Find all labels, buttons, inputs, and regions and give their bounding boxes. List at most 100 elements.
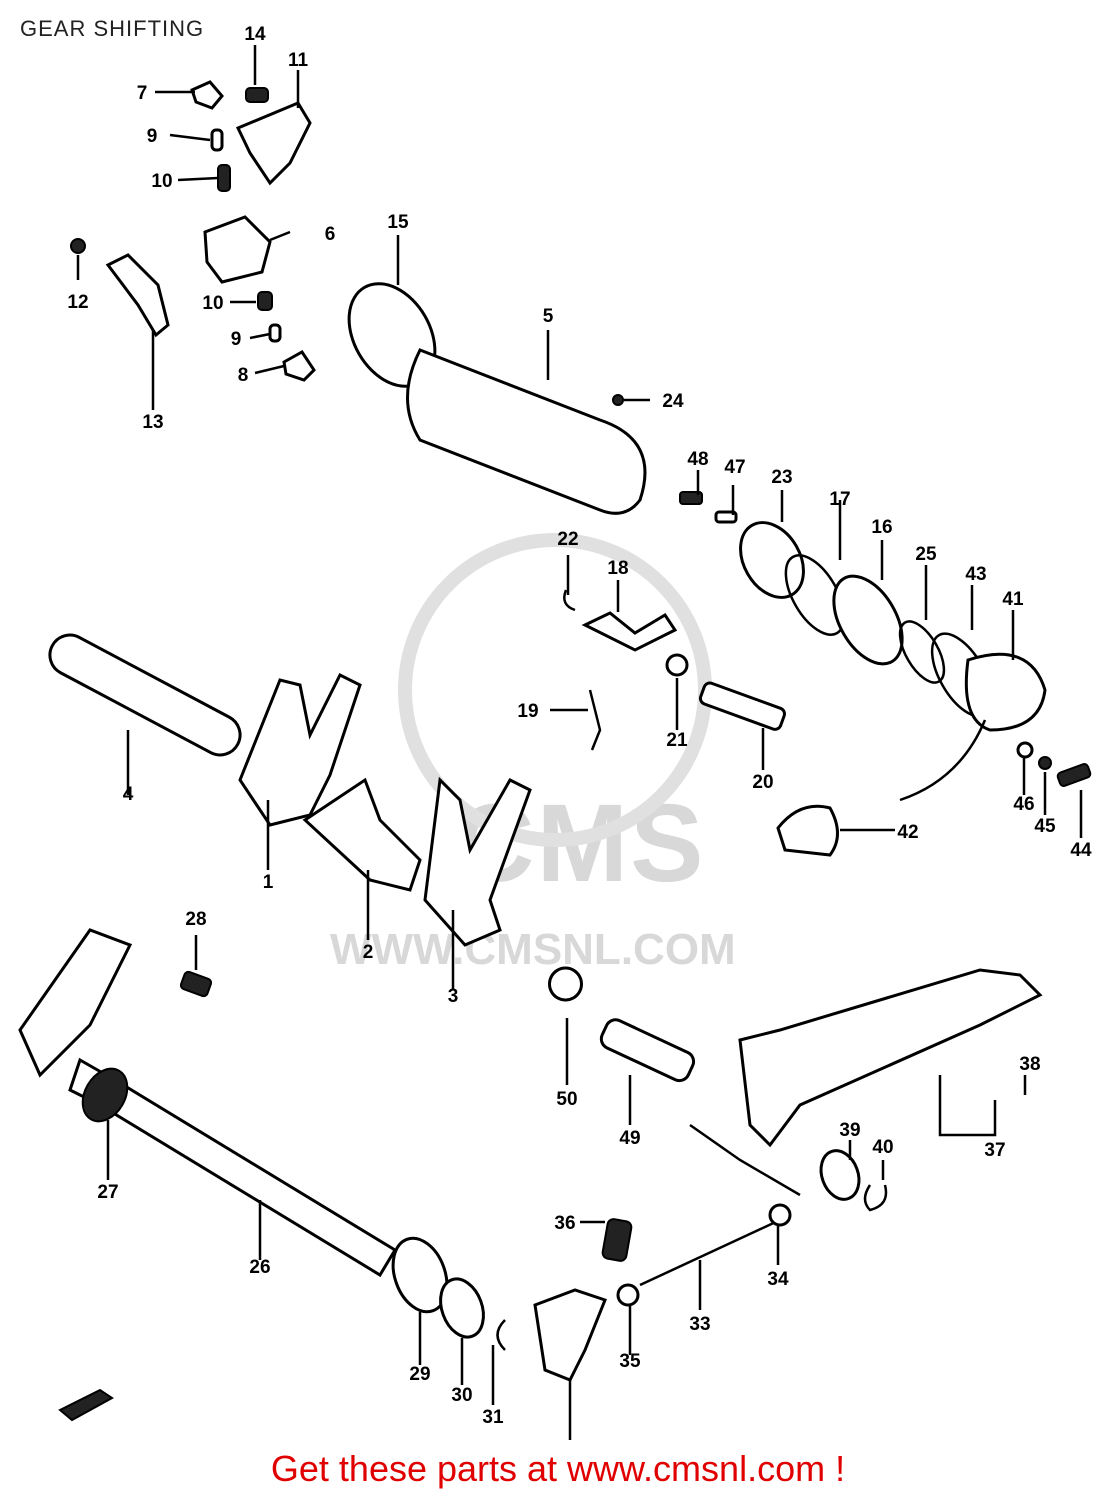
callout-15: 15 (387, 212, 409, 233)
part-17-circlip (784, 554, 846, 636)
part-6-cam (203, 215, 272, 284)
front-arrow-icon (58, 1388, 114, 1422)
callout-43: 43 (965, 564, 986, 585)
callout-42: 42 (897, 822, 918, 843)
part-41-cover (964, 652, 1047, 732)
callout-38: 38 (1019, 1054, 1040, 1075)
callout-8: 8 (238, 365, 249, 386)
part-50-nut (548, 966, 583, 1002)
part-3-shift-fork (423, 776, 532, 947)
part-19-spring (588, 689, 602, 751)
part-39-washer (819, 1149, 861, 1201)
part-2-shift-fork (302, 777, 422, 892)
callout-31: 31 (482, 1407, 504, 1428)
part-22-clip (563, 589, 576, 612)
callout-30: 30 (451, 1385, 472, 1406)
callout-33: 33 (689, 1314, 710, 1335)
callout-10a: 10 (151, 171, 172, 192)
part-1-shift-fork (238, 672, 362, 827)
part-5-shift-drum (406, 348, 647, 515)
callout-28: 28 (185, 909, 206, 930)
callout-47: 47 (724, 457, 745, 478)
part-34-nut (768, 1203, 792, 1227)
part-14-screw (245, 87, 269, 103)
callout-23: 23 (771, 467, 792, 488)
callout-41: 41 (1002, 589, 1024, 610)
part-16-bearing (832, 574, 904, 666)
part-29-oil-seal (391, 1236, 449, 1314)
part-9b-washer (268, 323, 282, 343)
part-8-stopper (282, 350, 316, 382)
part-27-arm (18, 928, 133, 1078)
callout-7: 7 (137, 83, 148, 104)
part-12-screw (70, 238, 86, 254)
callout-27: 27 (97, 1182, 118, 1203)
callout-45: 45 (1034, 816, 1056, 837)
part-9-washer (210, 128, 224, 152)
callout-25: 25 (915, 544, 937, 565)
part-11-plate (235, 101, 312, 186)
callout-35: 35 (619, 1351, 641, 1372)
part-31-circlip (496, 1319, 506, 1351)
part-49-shaft (599, 1018, 696, 1083)
part-24-pin (612, 394, 624, 406)
callout-11: 11 (288, 50, 309, 71)
callout-36: 36 (554, 1213, 575, 1234)
part-48-bolt (679, 491, 703, 505)
callout-39: 39 (839, 1120, 860, 1141)
callout-10b: 10 (202, 293, 223, 314)
callout-14: 14 (244, 24, 266, 45)
callout-24: 24 (662, 391, 684, 412)
callout-3: 3 (448, 986, 459, 1007)
callout-20: 20 (752, 772, 773, 793)
callout-12: 12 (67, 292, 88, 313)
callout-34: 34 (767, 1269, 789, 1290)
part-38-gearshift-pedal (738, 968, 1043, 1148)
part-36-bolt (601, 1218, 633, 1262)
callout-13: 13 (142, 412, 163, 433)
part-45-washer (1038, 756, 1052, 770)
part-13-plate (105, 253, 170, 338)
part-33-tie-rod (639, 1218, 781, 1287)
callout-4: 4 (123, 784, 134, 805)
callout-44: 44 (1070, 840, 1092, 861)
page-title: GEAR SHIFTING (20, 16, 205, 41)
callout-2: 2 (363, 942, 374, 963)
part-10-spring (217, 164, 231, 192)
callout-37: 37 (984, 1140, 1005, 1161)
callout-17: 17 (829, 489, 850, 510)
callout-49: 49 (619, 1128, 640, 1149)
callout-50: 50 (556, 1089, 577, 1110)
part-28-bolt (179, 970, 213, 998)
callout-46: 46 (1013, 794, 1034, 815)
callout-40: 40 (872, 1137, 893, 1158)
callout-21: 21 (666, 730, 688, 751)
part-20-bolt (698, 681, 786, 731)
footer-cta-link[interactable]: Get these parts at www.cmsnl.com ! (270, 1448, 846, 1489)
part-40-clip (863, 1184, 888, 1212)
callout-9b: 9 (231, 329, 242, 350)
part-47-pin (714, 510, 738, 524)
part-7-stopper (190, 80, 224, 110)
callout-19: 19 (517, 701, 538, 722)
callout-29: 29 (409, 1364, 430, 1385)
callout-9a: 9 (147, 126, 158, 147)
part-18-lever (581, 611, 678, 652)
part-32-arm (533, 1288, 607, 1382)
watermark-url: WWW.CMSNL.COM (330, 925, 736, 974)
callout-5: 5 (543, 306, 554, 327)
part-4-fork-shaft (48, 633, 242, 757)
callout-1: 1 (263, 872, 274, 893)
callout-18: 18 (607, 558, 628, 579)
part-30-washer (439, 1277, 485, 1339)
part-23-plate (739, 521, 805, 599)
part-35-nut (616, 1283, 640, 1307)
callout-16: 16 (871, 517, 892, 538)
part-27-spring (81, 1067, 129, 1123)
callout-26: 26 (249, 1257, 270, 1278)
part-21-washer (665, 653, 689, 677)
callout-6: 6 (325, 224, 336, 245)
part-42-cap (776, 804, 839, 857)
callout-22: 22 (557, 529, 578, 550)
part-44-screw (1056, 763, 1092, 787)
